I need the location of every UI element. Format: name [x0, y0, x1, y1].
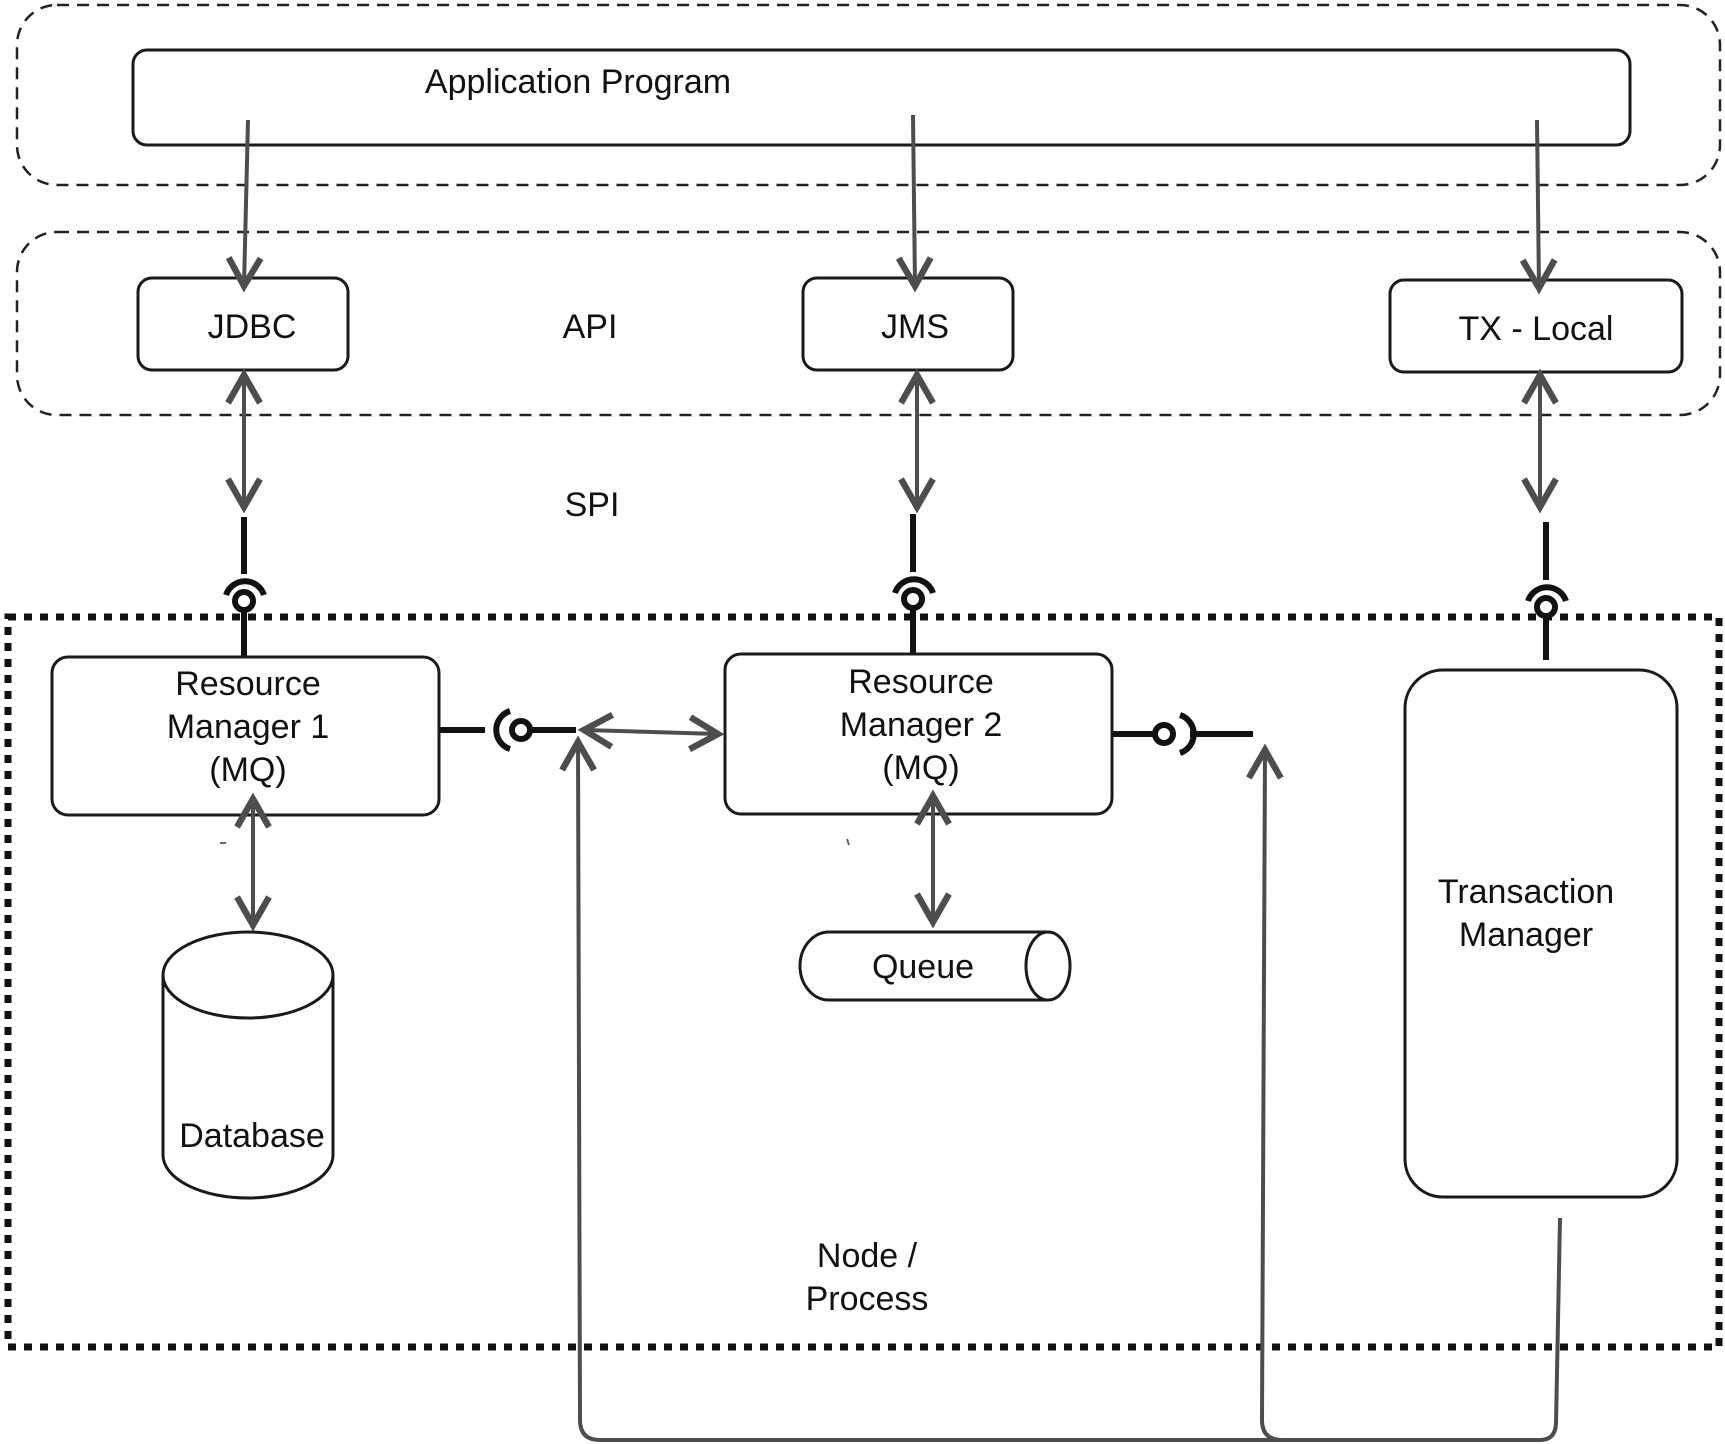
node-process-label-line2: Process	[806, 1280, 929, 1318]
rm1-transaction-connector	[439, 708, 576, 752]
database-label: Database	[179, 1117, 325, 1155]
application-layer-frame	[15, 3, 1722, 187]
jms-label: JMS	[881, 308, 949, 346]
rm1-label-line2: Manager 1	[167, 708, 330, 746]
jdbc-label: JDBC	[208, 308, 297, 346]
tx-local-label: TX - Local	[1459, 310, 1614, 348]
app-to-jdbc-arrow	[225, 119, 264, 293]
rm2-label-line2: Manager 2	[840, 706, 1003, 744]
rm2-label-line3: (MQ)	[882, 749, 959, 787]
app-to-jms-arrow	[895, 114, 934, 293]
queue-cylinder	[798, 930, 1072, 1002]
tm-to-rm1-arrow	[559, 735, 1562, 1442]
queue-label: Queue	[872, 948, 974, 986]
rm2-label-line1: Resource	[848, 663, 994, 701]
application-program-label: Application Program	[425, 63, 731, 101]
node-process-frame	[4, 613, 1723, 1351]
api-label: API	[563, 308, 618, 346]
spi-label: SPI	[565, 486, 620, 524]
stray-mark-2	[846, 838, 850, 846]
transaction-manager-box	[1403, 668, 1679, 1199]
rm2-transaction-connector	[1112, 712, 1253, 756]
tm-spi-connector	[1525, 522, 1569, 660]
database-cylinder	[161, 930, 335, 1200]
rm1-label-line3: (MQ)	[209, 751, 286, 789]
transaction-manager-label-line2: Manager	[1459, 916, 1593, 954]
api-layer-frame	[15, 230, 1722, 417]
app-to-tx-local-arrow	[1519, 119, 1558, 295]
rm1-spi-connector	[223, 517, 267, 656]
node-process-label-line1: Node /	[817, 1237, 918, 1275]
tm-to-rm2-arrow	[1246, 743, 1284, 1442]
rm2-spi-connector	[892, 514, 936, 654]
rm1-label-line1: Resource	[175, 665, 321, 703]
transaction-manager-label-line1: Transaction	[1438, 873, 1614, 911]
application-program-box	[131, 48, 1632, 147]
rm1-rm2-double-arrow	[577, 712, 725, 752]
